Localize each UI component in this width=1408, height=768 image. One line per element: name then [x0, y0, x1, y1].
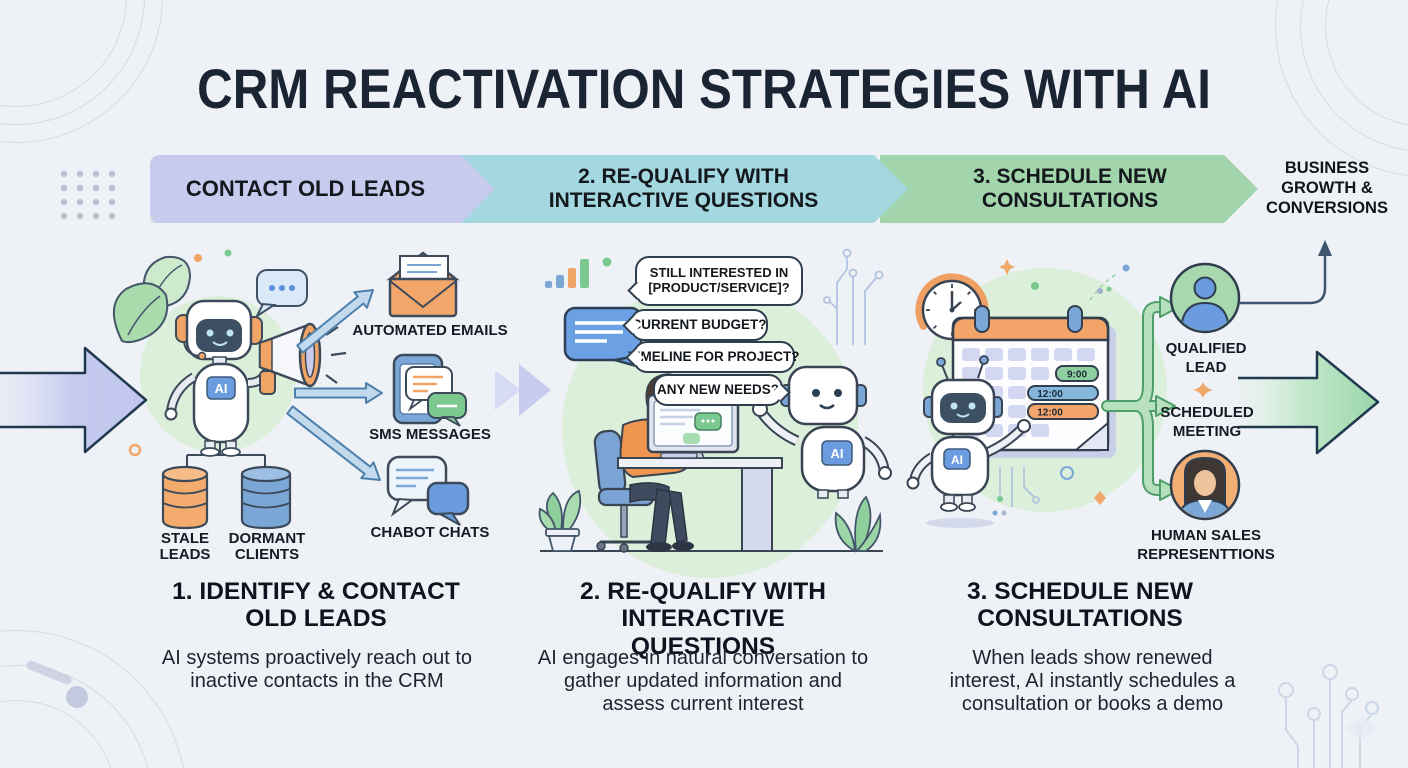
human-sales-avatar — [1169, 449, 1241, 521]
question-bubble-needs: ANY NEW NEEDS? — [653, 374, 783, 406]
banner-step3: 3. SCHEDULE NEW CONSULTATIONS — [880, 155, 1258, 223]
folded-corner — [1073, 420, 1109, 451]
megaphone-icon — [258, 322, 347, 395]
slot-time-2: 12:00 — [1037, 389, 1063, 400]
speech-bubble-icon — [563, 306, 648, 371]
email-icon — [386, 251, 460, 318]
output-label-human-sales: HUMAN SALES REPRESENTTIONS — [1137, 527, 1275, 563]
circuit-decoration-bottom-right — [1278, 664, 1380, 768]
ai-robot-scheduler: AI — [906, 355, 1031, 528]
banner-step1-label: CONTACT OLD LEADS — [185, 175, 426, 201]
section1-body: AI systems proactively reach out to inac… — [161, 647, 473, 692]
deco-orange-ring — [128, 443, 142, 457]
chatbot-chats-icon — [386, 455, 470, 526]
slot-pill-orange — [1027, 403, 1099, 420]
step3-outputs — [1101, 262, 1241, 521]
potted-plant-icon — [538, 489, 582, 552]
section3-heading: 3. SCHEDULE NEW CONSULTATIONS — [967, 578, 1193, 633]
growth-connector-arrow — [1240, 240, 1332, 305]
deco-orange-diamond — [1094, 491, 1106, 505]
banner-step2-label: 2. RE-QUALIFY WITH INTERACTIVE QUESTIONS — [548, 165, 819, 212]
step1-illustration: AI — [113, 249, 470, 530]
banner-step3-label: 3. SCHEDULE NEW CONSULTATIONS — [973, 165, 1167, 212]
source-label-dormant-clients: DORMANT CLIENTS — [228, 530, 306, 563]
step3-illustration: 9:00 12:00 12:00 AI — [906, 259, 1167, 528]
circuit-decoration-icon — [823, 248, 884, 345]
qualified-lead-avatar — [1169, 262, 1241, 334]
branch-arrows — [1101, 296, 1180, 501]
arrow-to-emails — [296, 289, 374, 354]
ai-badge-3: AI — [951, 453, 963, 467]
circuit-decoration-small — [992, 466, 1074, 516]
dormant-clients-database-icon — [240, 465, 292, 530]
deco-orange-dot — [194, 254, 202, 262]
bar-chart-icon — [545, 257, 612, 288]
channel-label-chatbot: CHABOT CHATS — [370, 524, 490, 541]
ai-robot-megaphone: AI — [164, 299, 347, 457]
ai-badge-1: AI — [215, 381, 228, 396]
slot-pill-blue — [1027, 385, 1099, 401]
bush-icon — [834, 495, 882, 553]
flow-arrow-right — [1238, 350, 1380, 455]
page-title: CRM REACTIVATION STRATEGIES WITH AI — [197, 57, 1211, 120]
arrow-to-chatbot — [286, 405, 381, 481]
sms-icon — [392, 353, 467, 427]
slot-pill-green — [1055, 365, 1099, 382]
deco-green-dot — [1031, 282, 1039, 290]
question-bubble-interest: STILL INTERESTED IN [PRODUCT/SERVICE]? — [635, 256, 803, 306]
stale-leads-database-icon — [161, 465, 209, 530]
section2-body: AI engages in natural conversation to ga… — [537, 647, 869, 715]
dotted-path-decoration — [1089, 264, 1130, 301]
source-label-stale-leads: STALE LEADS — [159, 530, 211, 563]
channel-label-emails: AUTOMATED EMAILS — [352, 322, 508, 339]
ai-robot-conversation: AI — [752, 365, 892, 499]
deco-orange-diamond-2 — [1193, 382, 1213, 398]
monitor-icon — [646, 393, 740, 459]
channel-arrows — [286, 289, 383, 481]
section3-body: When leads show renewed interest, AI ins… — [949, 647, 1236, 715]
question-bubble-timeline: TIMELINE FOR PROJECT? — [629, 341, 800, 373]
chevron-transition-icon — [495, 364, 551, 416]
outcome-label: BUSINESS GROWTH & CONVERSIONS — [1266, 159, 1388, 218]
banner-step2: 2. RE-QUALIFY WITH INTERACTIVE QUESTIONS — [447, 155, 908, 223]
question-bubble-budget: CURRENT BUDGET? — [630, 309, 768, 341]
leaves-icon — [113, 255, 192, 344]
desk — [617, 457, 783, 552]
chat-dots-bubble-icon — [254, 269, 308, 319]
section2-heading: 2. RE-QUALIFY WITH INTERACTIVE QUESTIONS — [580, 578, 826, 660]
deco-green-dot — [224, 249, 232, 257]
ai-badge-2: AI — [831, 446, 844, 461]
slot-time-3: 12:00 — [1037, 408, 1063, 419]
flow-arrow-left — [0, 346, 148, 454]
banner-step1: CONTACT OLD LEADS — [150, 155, 495, 223]
arrow-to-sms — [294, 382, 383, 404]
dot-grid — [60, 170, 116, 220]
sparkle-icon — [999, 259, 1015, 275]
output-label-qualified-lead: QUALIFIED LEAD — [1165, 340, 1247, 376]
channel-label-sms: SMS MESSAGES — [369, 426, 491, 443]
slot-time-1: 9:00 — [1067, 370, 1087, 381]
output-label-scheduled-meeting: SCHEDULED MEETING — [1160, 404, 1254, 440]
deco-dot — [66, 686, 88, 708]
section1-heading: 1. IDENTIFY & CONTACT OLD LEADS — [172, 578, 460, 633]
